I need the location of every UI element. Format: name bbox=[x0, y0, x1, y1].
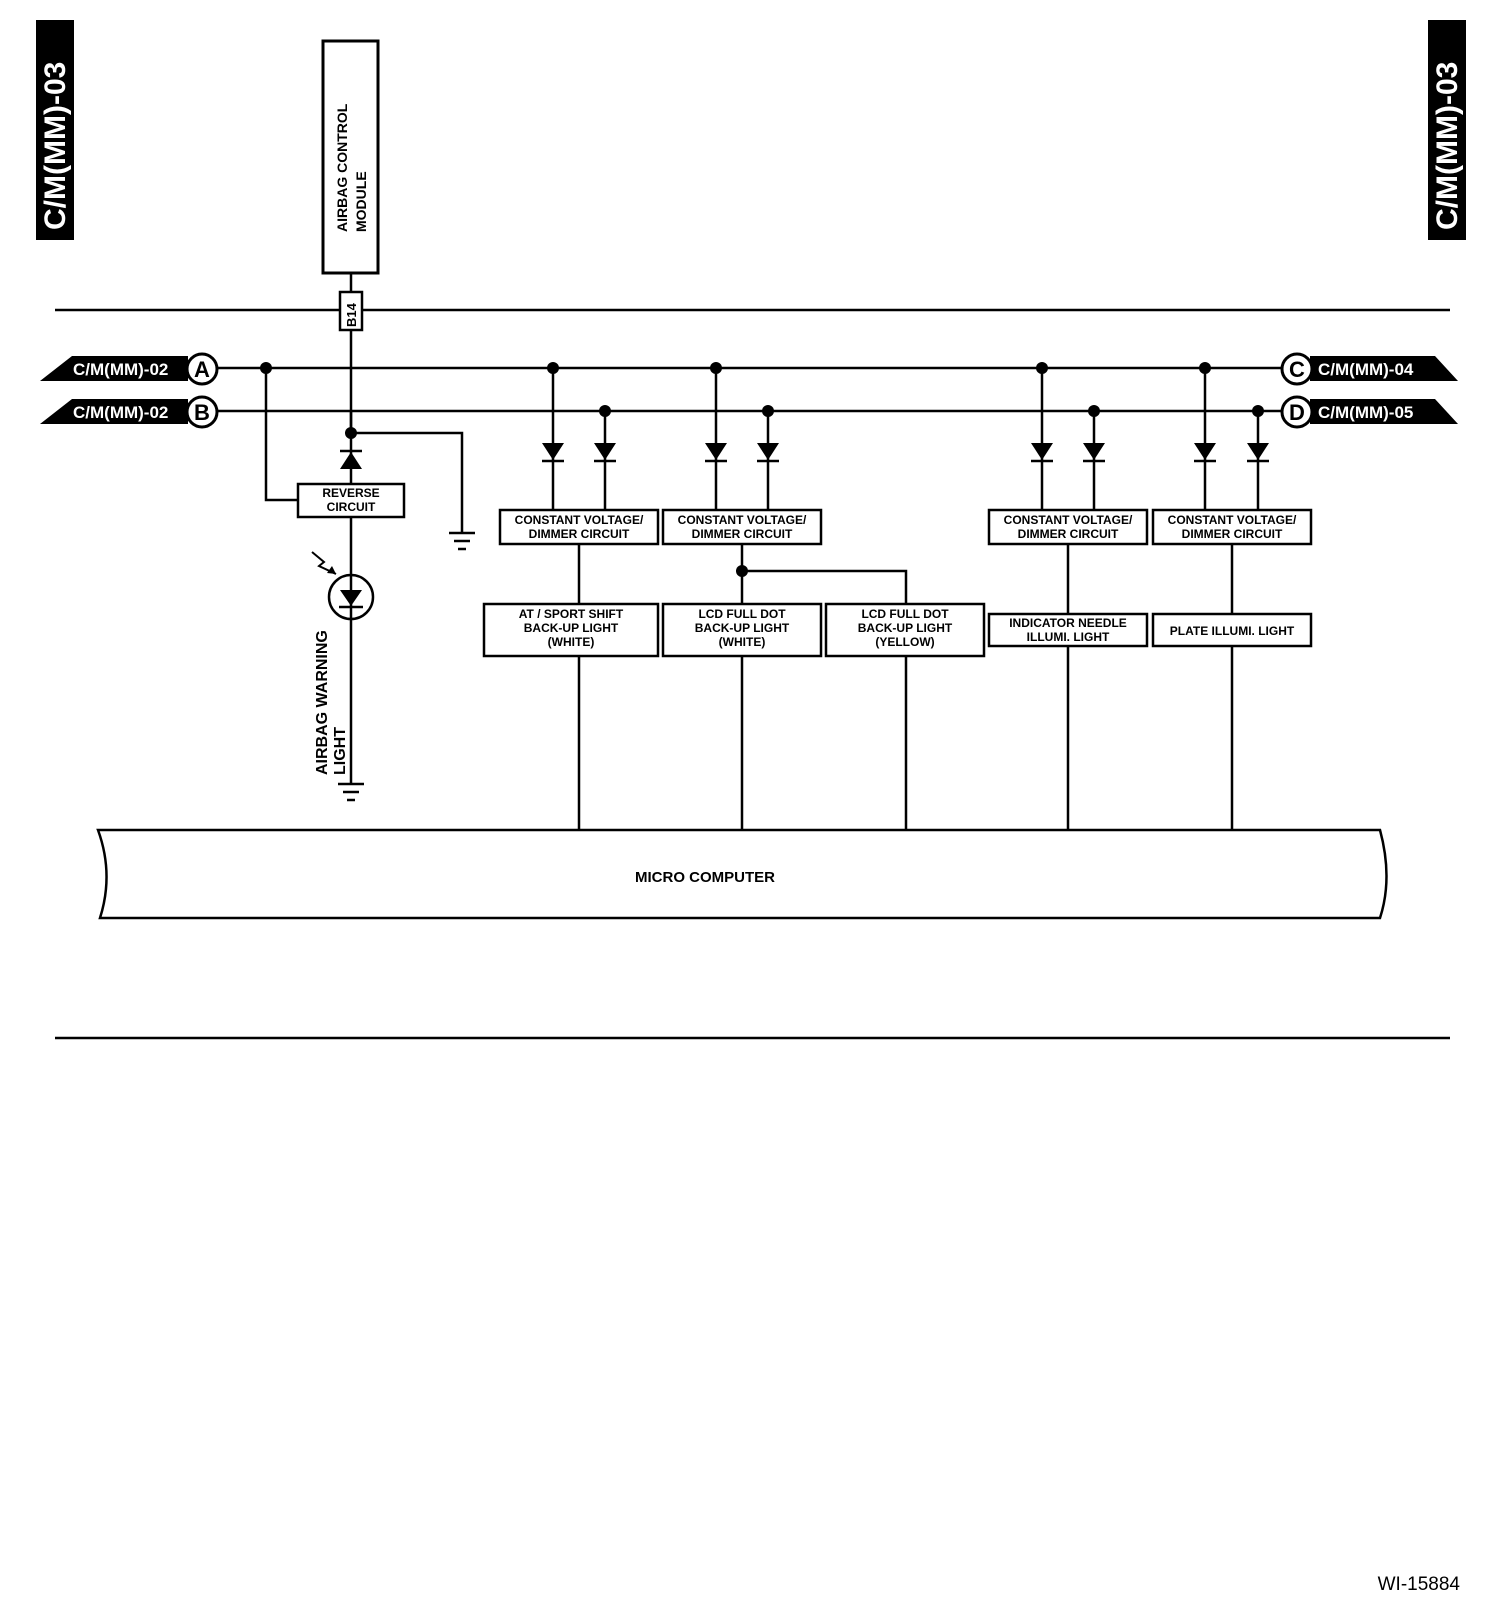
airbag-module-label-2: MODULE bbox=[353, 171, 369, 232]
connector-b: C/M(MM)-02 B bbox=[40, 395, 219, 429]
light-indicator-needle: INDICATOR NEEDLE ILLUMI. LIGHT bbox=[987, 612, 1149, 648]
light-plate-illumi: PLATE ILLUMI. LIGHT bbox=[1151, 612, 1313, 648]
micro-computer-label: MICRO COMPUTER bbox=[635, 869, 775, 886]
light-lcd-full-dot-yellow: LCD FULL DOT BACK-UP LIGHT (YELLOW) bbox=[824, 602, 986, 658]
connector-b-letter: B bbox=[194, 400, 210, 425]
connector-a-letter: A bbox=[194, 357, 210, 382]
light-lcd-full-dot-white: LCD FULL DOT BACK-UP LIGHT (WHITE) bbox=[661, 602, 823, 658]
diode bbox=[703, 441, 729, 463]
diode bbox=[1081, 441, 1107, 463]
light-1-label-1: AT / SPORT SHIFT bbox=[519, 607, 624, 621]
connector-b14-label: B14 bbox=[344, 302, 359, 327]
dimmer-3-label-2: DIMMER CIRCUIT bbox=[1018, 527, 1119, 541]
light-4-label-1: INDICATOR NEEDLE bbox=[1009, 616, 1127, 630]
light-3-label-2: BACK-UP LIGHT bbox=[858, 621, 953, 635]
airbag-control-module: AIRBAG CONTROL MODULE bbox=[321, 39, 380, 275]
light-1-label-3: (WHITE) bbox=[548, 635, 595, 649]
light-1-label-2: BACK-UP LIGHT bbox=[524, 621, 619, 635]
light-3-label-3: (YELLOW) bbox=[875, 635, 934, 649]
reverse-circuit-label-2: CIRCUIT bbox=[327, 500, 376, 514]
diode bbox=[1245, 441, 1271, 463]
dimmer-3-label-1: CONSTANT VOLTAGE/ bbox=[1004, 513, 1133, 527]
dimmer-circuit-3: CONSTANT VOLTAGE/ DIMMER CIRCUIT bbox=[987, 508, 1149, 546]
page-tag-right-text: C/M(MM)-03 bbox=[1431, 62, 1464, 230]
airbag-warning-label-1: AIRBAG WARNING bbox=[314, 630, 331, 775]
connector-d-ref: C/M(MM)-05 bbox=[1318, 403, 1413, 422]
dimmer-1-label-1: CONSTANT VOLTAGE/ bbox=[515, 513, 644, 527]
dimmer-2-label-1: CONSTANT VOLTAGE/ bbox=[678, 513, 807, 527]
ground-symbol bbox=[336, 782, 366, 802]
diode bbox=[592, 441, 618, 463]
micro-computer: MICRO COMPUTER bbox=[96, 828, 1388, 920]
connector-c: C/M(MM)-04 C bbox=[1280, 352, 1458, 386]
connector-c-ref: C/M(MM)-04 bbox=[1318, 360, 1414, 379]
diode bbox=[1029, 441, 1055, 463]
reverse-circuit: REVERSE CIRCUIT bbox=[296, 482, 406, 519]
diode bbox=[1192, 441, 1218, 463]
light-2-label-2: BACK-UP LIGHT bbox=[695, 621, 790, 635]
airbag-module-label-1: AIRBAG CONTROL bbox=[334, 103, 350, 232]
dimmer-circuit-1: CONSTANT VOLTAGE/ DIMMER CIRCUIT bbox=[498, 508, 660, 546]
page-tag-left-text: C/M(MM)-03 bbox=[39, 62, 72, 230]
connector-d: C/M(MM)-05 D bbox=[1280, 395, 1458, 429]
connector-b14: B14 bbox=[338, 290, 364, 332]
figure-id: WI-15884 bbox=[1378, 1574, 1461, 1595]
dimmer-4-label-1: CONSTANT VOLTAGE/ bbox=[1168, 513, 1297, 527]
page-tag-left: C/M(MM)-03 bbox=[36, 20, 74, 240]
diode bbox=[540, 441, 566, 463]
connector-a-ref: C/M(MM)-02 bbox=[73, 360, 168, 379]
ground-symbol bbox=[447, 531, 477, 551]
connector-c-letter: C bbox=[1289, 357, 1305, 382]
connector-a: C/M(MM)-02 A bbox=[40, 352, 219, 386]
light-2-label-1: LCD FULL DOT bbox=[698, 607, 786, 621]
light-at-sport-shift: AT / SPORT SHIFT BACK-UP LIGHT (WHITE) bbox=[482, 602, 660, 658]
light-4-label-2: ILLUMI. LIGHT bbox=[1027, 630, 1110, 644]
connector-b-ref: C/M(MM)-02 bbox=[73, 403, 168, 422]
reverse-circuit-label-1: REVERSE bbox=[322, 486, 379, 500]
reverse-diode bbox=[338, 449, 364, 471]
connector-d-letter: D bbox=[1289, 400, 1305, 425]
dimmer-2-label-2: DIMMER CIRCUIT bbox=[692, 527, 793, 541]
dimmer-circuit-2: CONSTANT VOLTAGE/ DIMMER CIRCUIT bbox=[661, 508, 823, 546]
airbag-warning-led bbox=[311, 551, 375, 621]
dimmer-circuit-4: CONSTANT VOLTAGE/ DIMMER CIRCUIT bbox=[1151, 508, 1313, 546]
light-3-label-1: LCD FULL DOT bbox=[861, 607, 949, 621]
light-5-label-1: PLATE ILLUMI. LIGHT bbox=[1170, 624, 1295, 638]
page-tag-right: C/M(MM)-03 bbox=[1428, 20, 1466, 240]
diode bbox=[755, 441, 781, 463]
dimmer-1-label-2: DIMMER CIRCUIT bbox=[529, 527, 630, 541]
dimmer-4-label-2: DIMMER CIRCUIT bbox=[1182, 527, 1283, 541]
airbag-warning-label-2: LIGHT bbox=[332, 727, 349, 775]
light-2-label-3: (WHITE) bbox=[719, 635, 766, 649]
